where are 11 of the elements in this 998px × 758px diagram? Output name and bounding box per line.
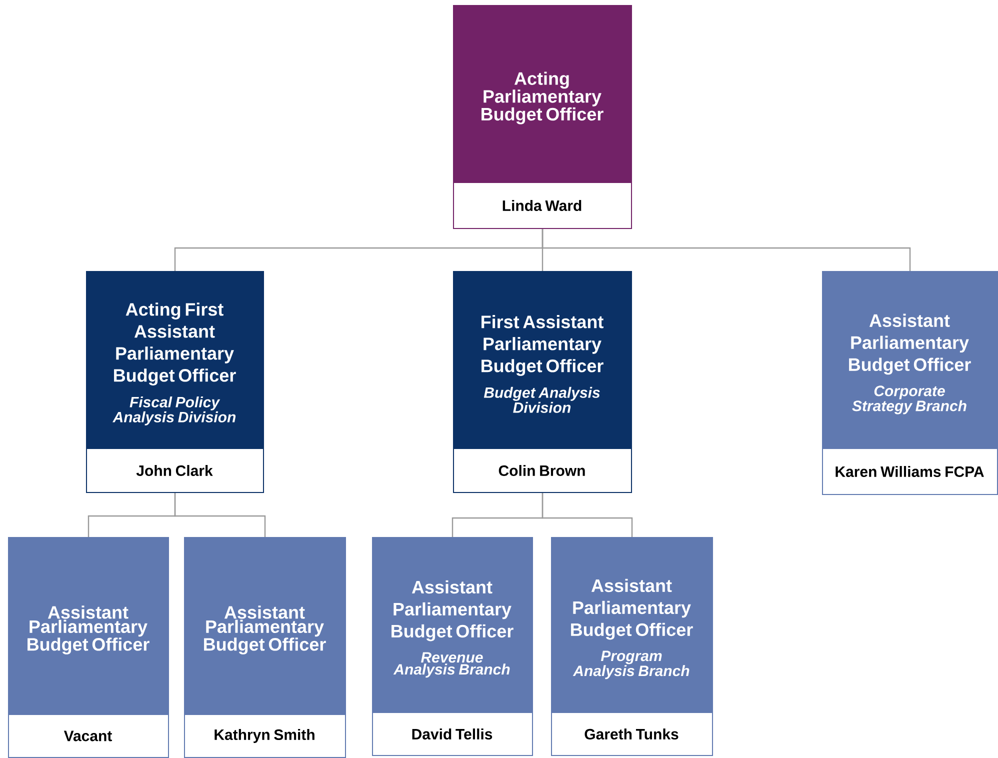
connector-line — [542, 493, 633, 537]
position-card: Acting Parliamentary Budget Officer Linda Ward — [453, 5, 632, 229]
connector-line — [542, 229, 911, 271]
position-card: Assistant Parliamentary Budget Officer Vacant — [8, 537, 169, 758]
position-card: Assistant Parliamentary Budget Officer Revenue Analysis Branch David Tellis — [372, 537, 533, 756]
position-card: Acting First Assistant Parliamentary Budget Officer Fiscal Policy Analysis Division John Clark — [86, 271, 264, 493]
position-card: First Assistant Parliamentary Budget Officer Budget Analysis Division Colin Brown — [453, 271, 632, 493]
position-card: Assistant Parliamentary Budget Officer Corporate Strategy Branch Karen Williams FCPA — [822, 271, 998, 495]
position-card: Assistant Parliamentary Budget Officer Kathryn Smith — [184, 537, 346, 758]
position-card: Assistant Parliamentary Budget Officer Program Analysis Branch Gareth Tunks — [551, 537, 713, 756]
connector-line — [174, 493, 266, 537]
